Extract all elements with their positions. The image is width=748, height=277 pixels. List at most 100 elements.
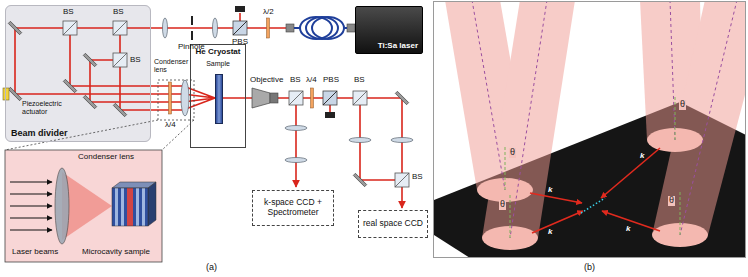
wave-plate: [267, 18, 270, 38]
inset-illustration: [118, 188, 121, 226]
cryostat-box: He CryostatSample: [190, 44, 246, 148]
laser-beam: [239, 13, 241, 21]
inset-illustration: [62, 172, 112, 240]
component-label: λ/2: [263, 8, 274, 17]
inset-illustration: [115, 188, 118, 226]
excitation-geometry: [505, 95, 680, 238]
objective: [270, 93, 278, 103]
laser-beam: [221, 98, 402, 180]
panel-label: (a): [206, 263, 217, 273]
zoom-indicator: [5, 120, 194, 150]
component-label: BS: [354, 76, 365, 85]
component-label: BS: [113, 8, 124, 17]
mirror: [113, 103, 126, 116]
lens: [181, 80, 189, 116]
excitation-geometry: [601, 148, 660, 198]
beam-divider-panel: [5, 5, 151, 142]
mirror: [8, 21, 21, 34]
laser-beam: [120, 28, 183, 110]
component-label: PBS: [232, 38, 248, 47]
beam-splitter-cube: [113, 53, 127, 67]
wavevector-label: k: [626, 225, 630, 234]
excitation-geometry: [602, 211, 660, 231]
inset-illustration: [148, 182, 156, 226]
objective: [252, 88, 278, 108]
component-label: Pinhole: [178, 43, 205, 52]
inset-illustration: [5, 150, 162, 262]
excitation-geometry: [477, 128, 708, 250]
sample-holder: Sample: [195, 60, 241, 146]
component-label: Condenser lens: [154, 58, 189, 73]
inset-illustration: [55, 168, 69, 244]
component-label: λ/4: [306, 76, 317, 85]
inset-illustration: [130, 188, 133, 226]
beam-dump: [235, 6, 335, 118]
angle-label: θ: [499, 200, 506, 210]
excitation-geometry: [581, 198, 605, 213]
polarizing-beam-splitter: [233, 21, 247, 35]
mirror: [353, 173, 366, 186]
beam-divider-box: Beam divider: [5, 5, 151, 142]
sample-name: Sample: [195, 60, 241, 68]
beam-dump: [235, 6, 245, 12]
inset-illustration: [124, 188, 127, 226]
beam-splitter-cube: [63, 21, 77, 35]
inset-illustration: [10, 205, 52, 206]
wavevector-label: k: [640, 152, 644, 161]
inset-label: Laser beams: [12, 248, 58, 257]
excitation-geometry: [472, 2, 737, 238]
piezo-actuator: [3, 88, 9, 100]
inset-label: Microcavity sample: [82, 248, 150, 257]
inset-illustration: [10, 193, 52, 194]
inset-illustration: [142, 188, 145, 226]
laser-name: Ti:Sa laser: [378, 41, 418, 50]
component-label: Piezoelectric actuator: [22, 100, 74, 115]
inset-illustration: [112, 188, 148, 226]
excitation-geometry: [434, 2, 745, 257]
excitation-geometry: [652, 2, 745, 235]
sample-bar: [215, 74, 223, 124]
polarizing-beam-splitter: [323, 91, 337, 105]
inset-illustration: [112, 188, 115, 226]
inset-illustration: [10, 217, 52, 218]
detector-name: k-space CCD + Spectrometer: [257, 198, 329, 218]
lens: [349, 138, 371, 143]
angle-label: θ: [679, 100, 686, 110]
group-title: Beam divider: [11, 128, 68, 138]
objective: [252, 88, 270, 108]
excitation-geometry: [505, 95, 680, 238]
inset-illustration: [133, 188, 136, 226]
inset-illustration: [10, 181, 52, 182]
component-label: BS: [412, 173, 423, 182]
component-label: BS: [130, 56, 141, 65]
laser-beam: [329, 105, 331, 112]
detector-box: real space CCD: [358, 210, 428, 238]
lens: [285, 126, 307, 131]
optical-fiber: [294, 27, 347, 29]
inset-illustration: [139, 188, 142, 226]
inset-label: Condenser lens: [78, 153, 134, 162]
mirror: [83, 53, 96, 66]
laser-beam: [295, 98, 297, 187]
inset-illustration: [10, 229, 52, 230]
detector-box: k-space CCD + Spectrometer: [252, 190, 334, 226]
inset-illustration: [145, 188, 148, 226]
inset-illustration: [127, 188, 130, 226]
mirror: [8, 87, 21, 100]
wave-plate: [311, 88, 314, 108]
mirror: [395, 91, 408, 104]
inset-illustration: [10, 182, 52, 230]
inset-illustration: [136, 188, 139, 226]
inset-illustration: [5, 150, 162, 262]
wavevector-label: k: [548, 228, 552, 237]
laser-beam: [15, 28, 292, 94]
beam-splitter-cube: [289, 91, 303, 105]
panel-label: (b): [584, 263, 595, 273]
component-label: λ/4: [165, 121, 176, 130]
optical-fiber: [294, 17, 347, 39]
optical-fiber: [347, 24, 355, 32]
component-label: PBS: [323, 76, 339, 85]
laser-box: Ti:Sa laser: [355, 6, 423, 54]
excitation-geometry: [445, 2, 745, 238]
